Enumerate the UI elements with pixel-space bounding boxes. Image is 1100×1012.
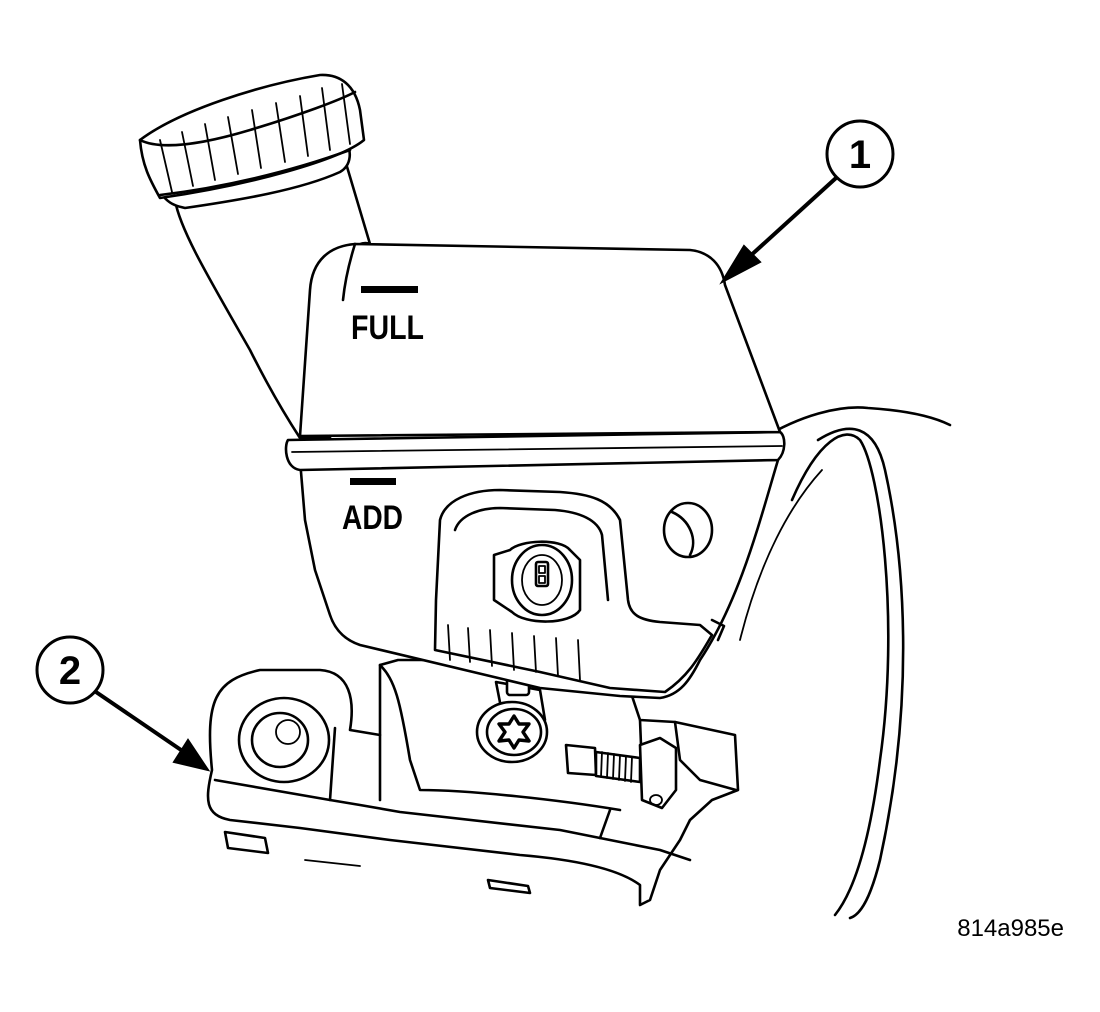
- threaded-fitting: [564, 736, 678, 810]
- callout-1-leader: [746, 176, 838, 260]
- add-level-label: ADD: [342, 499, 403, 537]
- full-level-label: FULL: [351, 309, 424, 347]
- add-level-bar: [350, 478, 396, 485]
- reservoir-seam: [284, 430, 786, 472]
- callout-1-circle: [825, 119, 895, 189]
- callout-1: 1: [719, 119, 895, 285]
- full-level-bar: [361, 286, 418, 293]
- figure-id: 814a985e: [957, 915, 1064, 942]
- torx-bolt: [475, 673, 549, 764]
- callout-2-leader: [94, 690, 186, 754]
- callout-1-arrowhead: [719, 244, 762, 285]
- callout-1-number: 1: [849, 133, 871, 177]
- mounting-bracket: [206, 658, 740, 907]
- reservoir-upper: [298, 242, 782, 438]
- body-panel-curves: [739, 406, 952, 920]
- reservoir-lower: [298, 458, 780, 700]
- callout-2-circle: [35, 635, 105, 705]
- callout-2-arrowhead: [172, 738, 211, 772]
- callout-2-number: 2: [59, 649, 81, 693]
- callout-2: 2: [35, 635, 211, 772]
- reservoir-cap: [138, 73, 366, 210]
